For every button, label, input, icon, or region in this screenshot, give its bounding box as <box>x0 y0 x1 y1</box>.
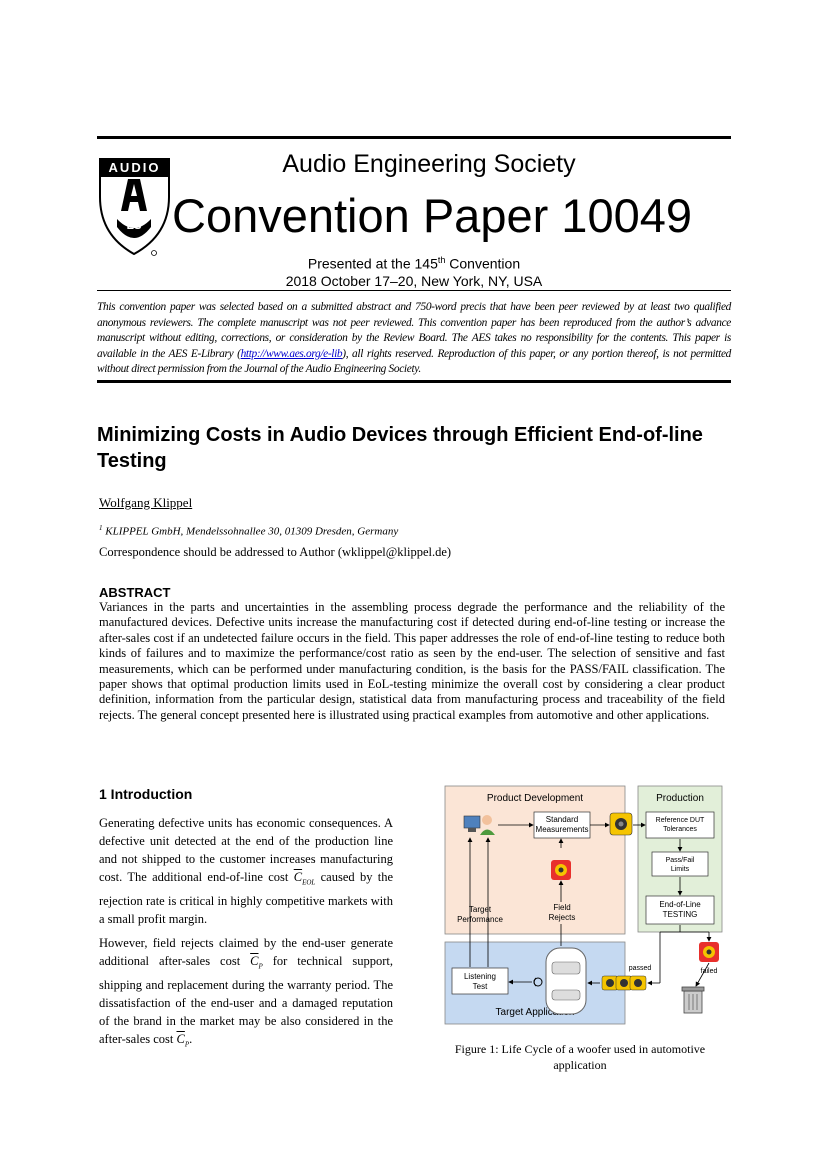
passed-label: passed <box>629 965 652 972</box>
society-name: Audio Engineering Society <box>282 150 576 178</box>
presented-text: Presented at the 145 <box>307 255 438 272</box>
convention-paper-title: Convention Paper 10049 <box>172 189 693 242</box>
top-rule <box>97 136 731 139</box>
disclaimer-top-rule <box>97 290 731 291</box>
intro-paragraph-1: Generating defective units has economic … <box>99 814 393 928</box>
passfail-1: Pass/Fail <box>666 857 695 864</box>
target-performance-2: Performance <box>457 915 503 924</box>
disclaimer-part1: This convention paper was selected based… <box>97 301 731 360</box>
abstract-heading: ABSTRACT <box>99 585 171 600</box>
paper-title: Minimizing Costs in Audio Devices throug… <box>97 424 703 472</box>
passed-woofers-icon <box>601 975 647 991</box>
listening-2: Test <box>473 982 488 991</box>
elibrary-link[interactable]: http://www.aes.org/e-lib <box>240 347 343 360</box>
eol-1: End-of-Line <box>659 900 701 909</box>
product-development-label: Product Development <box>487 793 583 804</box>
intro-p2-text-b: for technical support, shipping and repl… <box>99 954 394 1046</box>
affiliation-text: KLIPPEL GmbH, Mendelssohnallee 30, 01309… <box>102 525 399 538</box>
product-development-region <box>444 785 626 935</box>
production-label: Production <box>656 793 704 804</box>
convention-dates: 2018 October 17–20, New York, NY, USA <box>285 272 543 289</box>
trash-bin-icon <box>681 986 705 1014</box>
cost-p-symbol: CP <box>250 954 263 971</box>
presented-at: Presented at the 145th Convention 2018 O… <box>97 252 731 290</box>
failed-woofer-icon <box>699 942 719 962</box>
listening-test-box <box>451 967 509 995</box>
eol-2: TESTING <box>663 910 698 919</box>
target-application-label: Target Application <box>496 1007 575 1018</box>
intro-p2-text-a: However, field rejects claimed by the en… <box>99 936 393 968</box>
logo-top-text: AUDIO <box>108 160 161 175</box>
intro-p2-end: . <box>189 1031 193 1046</box>
abstract-body: Variances in the parts and uncertainties… <box>99 600 725 722</box>
cost-p-sub-2: P <box>184 1040 190 1048</box>
standard-measurements-1: Standard <box>546 815 578 824</box>
disclaimer: This convention paper was selected based… <box>97 300 731 378</box>
logo-bottom-text: ES <box>126 220 142 232</box>
disclaimer-part2: ), all rights reserved. Reproduction of … <box>97 347 731 376</box>
failed-label: failed <box>701 968 718 975</box>
intro-p1-text-b: caused by the rejection rate is critical… <box>99 870 394 926</box>
affiliation-sup: 1 <box>99 524 103 532</box>
end-of-line-testing-box <box>645 895 715 925</box>
pass-fail-limits-box <box>651 851 709 877</box>
passfail-2: Limits <box>671 866 690 873</box>
field-rejects-1: Field <box>553 903 570 912</box>
presented-end: Convention <box>445 255 521 272</box>
introduction-heading: 1 Introduction <box>99 786 193 802</box>
cost-eol-sub: EOL <box>302 878 316 887</box>
engineer-icon <box>463 815 495 835</box>
correspondence: Correspondence should be addressed to Au… <box>99 545 452 559</box>
reference-2: Tolerances <box>663 826 697 833</box>
figure-1: Product Development Production Target Ap… <box>440 782 732 1034</box>
woofer-icon <box>609 812 633 836</box>
cost-eol-symbol: CEOL <box>293 870 316 887</box>
presented-sup: th <box>437 255 446 265</box>
cost-eol-c: C <box>293 870 303 884</box>
reject-icon-dev <box>551 860 571 880</box>
cost-p-c: C <box>250 954 259 968</box>
figure-caption: Figure 1: Life Cycle of a woofer used in… <box>454 1042 706 1072</box>
cost-p-symbol-2: CP <box>176 1031 190 1049</box>
standard-measurements-2: Measurements <box>536 825 589 834</box>
cost-p-sub: P <box>258 962 263 971</box>
intro-p1-text-a: Generating defective units has economic … <box>99 816 393 884</box>
aes-logo: AUDIO ES <box>97 157 172 257</box>
car-icon <box>533 947 587 1015</box>
reference-dut-box <box>645 811 715 839</box>
header-bottom-rule <box>97 380 731 383</box>
field-rejects-2: Rejects <box>549 913 576 922</box>
cost-p-c-2: C <box>176 1031 185 1046</box>
intro-paragraph-2: However, field rejects claimed by the en… <box>99 934 393 1053</box>
reference-1: Reference DUT <box>656 817 705 824</box>
target-performance-1: Target <box>469 905 492 914</box>
affiliation: 1 KLIPPEL GmbH, Mendelssohnallee 30, 013… <box>99 524 398 538</box>
listening-1: Listening <box>464 972 496 981</box>
author-name: Wolfgang Klippel <box>99 495 193 510</box>
